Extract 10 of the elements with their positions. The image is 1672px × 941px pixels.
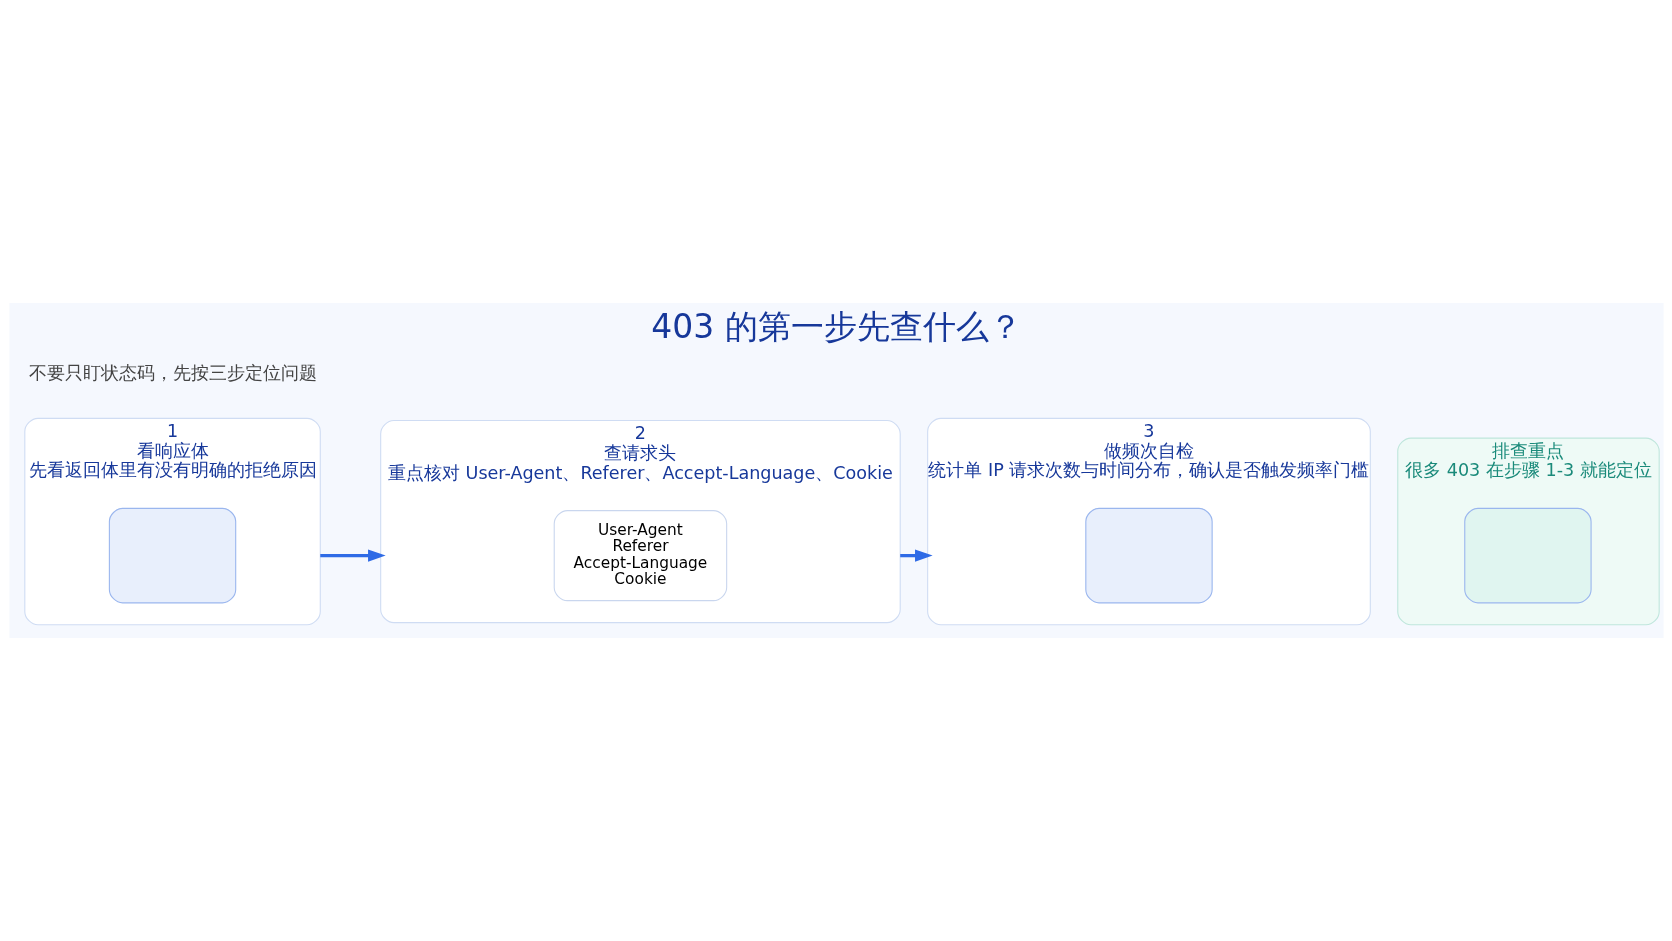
cluster: 3 做频次自检 统计单 IP 请求次数与时间分布，确认是否触发频率门槛: [926, 417, 1371, 626]
node-box: User-Agent Referer Accept-Language Cookie: [553, 510, 727, 602]
diagram-title: 403 的第一步先查什么？: [650, 307, 1022, 347]
node-box: [1084, 507, 1213, 604]
node-box: [1463, 507, 1592, 604]
arrow: [319, 549, 386, 562]
label: 不要只盯状态码，先按三步定位问题: [28, 362, 317, 383]
cluster: 1 看响应体 先看返回体里有没有明确的拒绝原因: [23, 417, 321, 626]
cluster: 排查重点 很多 403 在步骤 1-3 就能定位: [1396, 437, 1660, 626]
node-box: [108, 507, 236, 604]
